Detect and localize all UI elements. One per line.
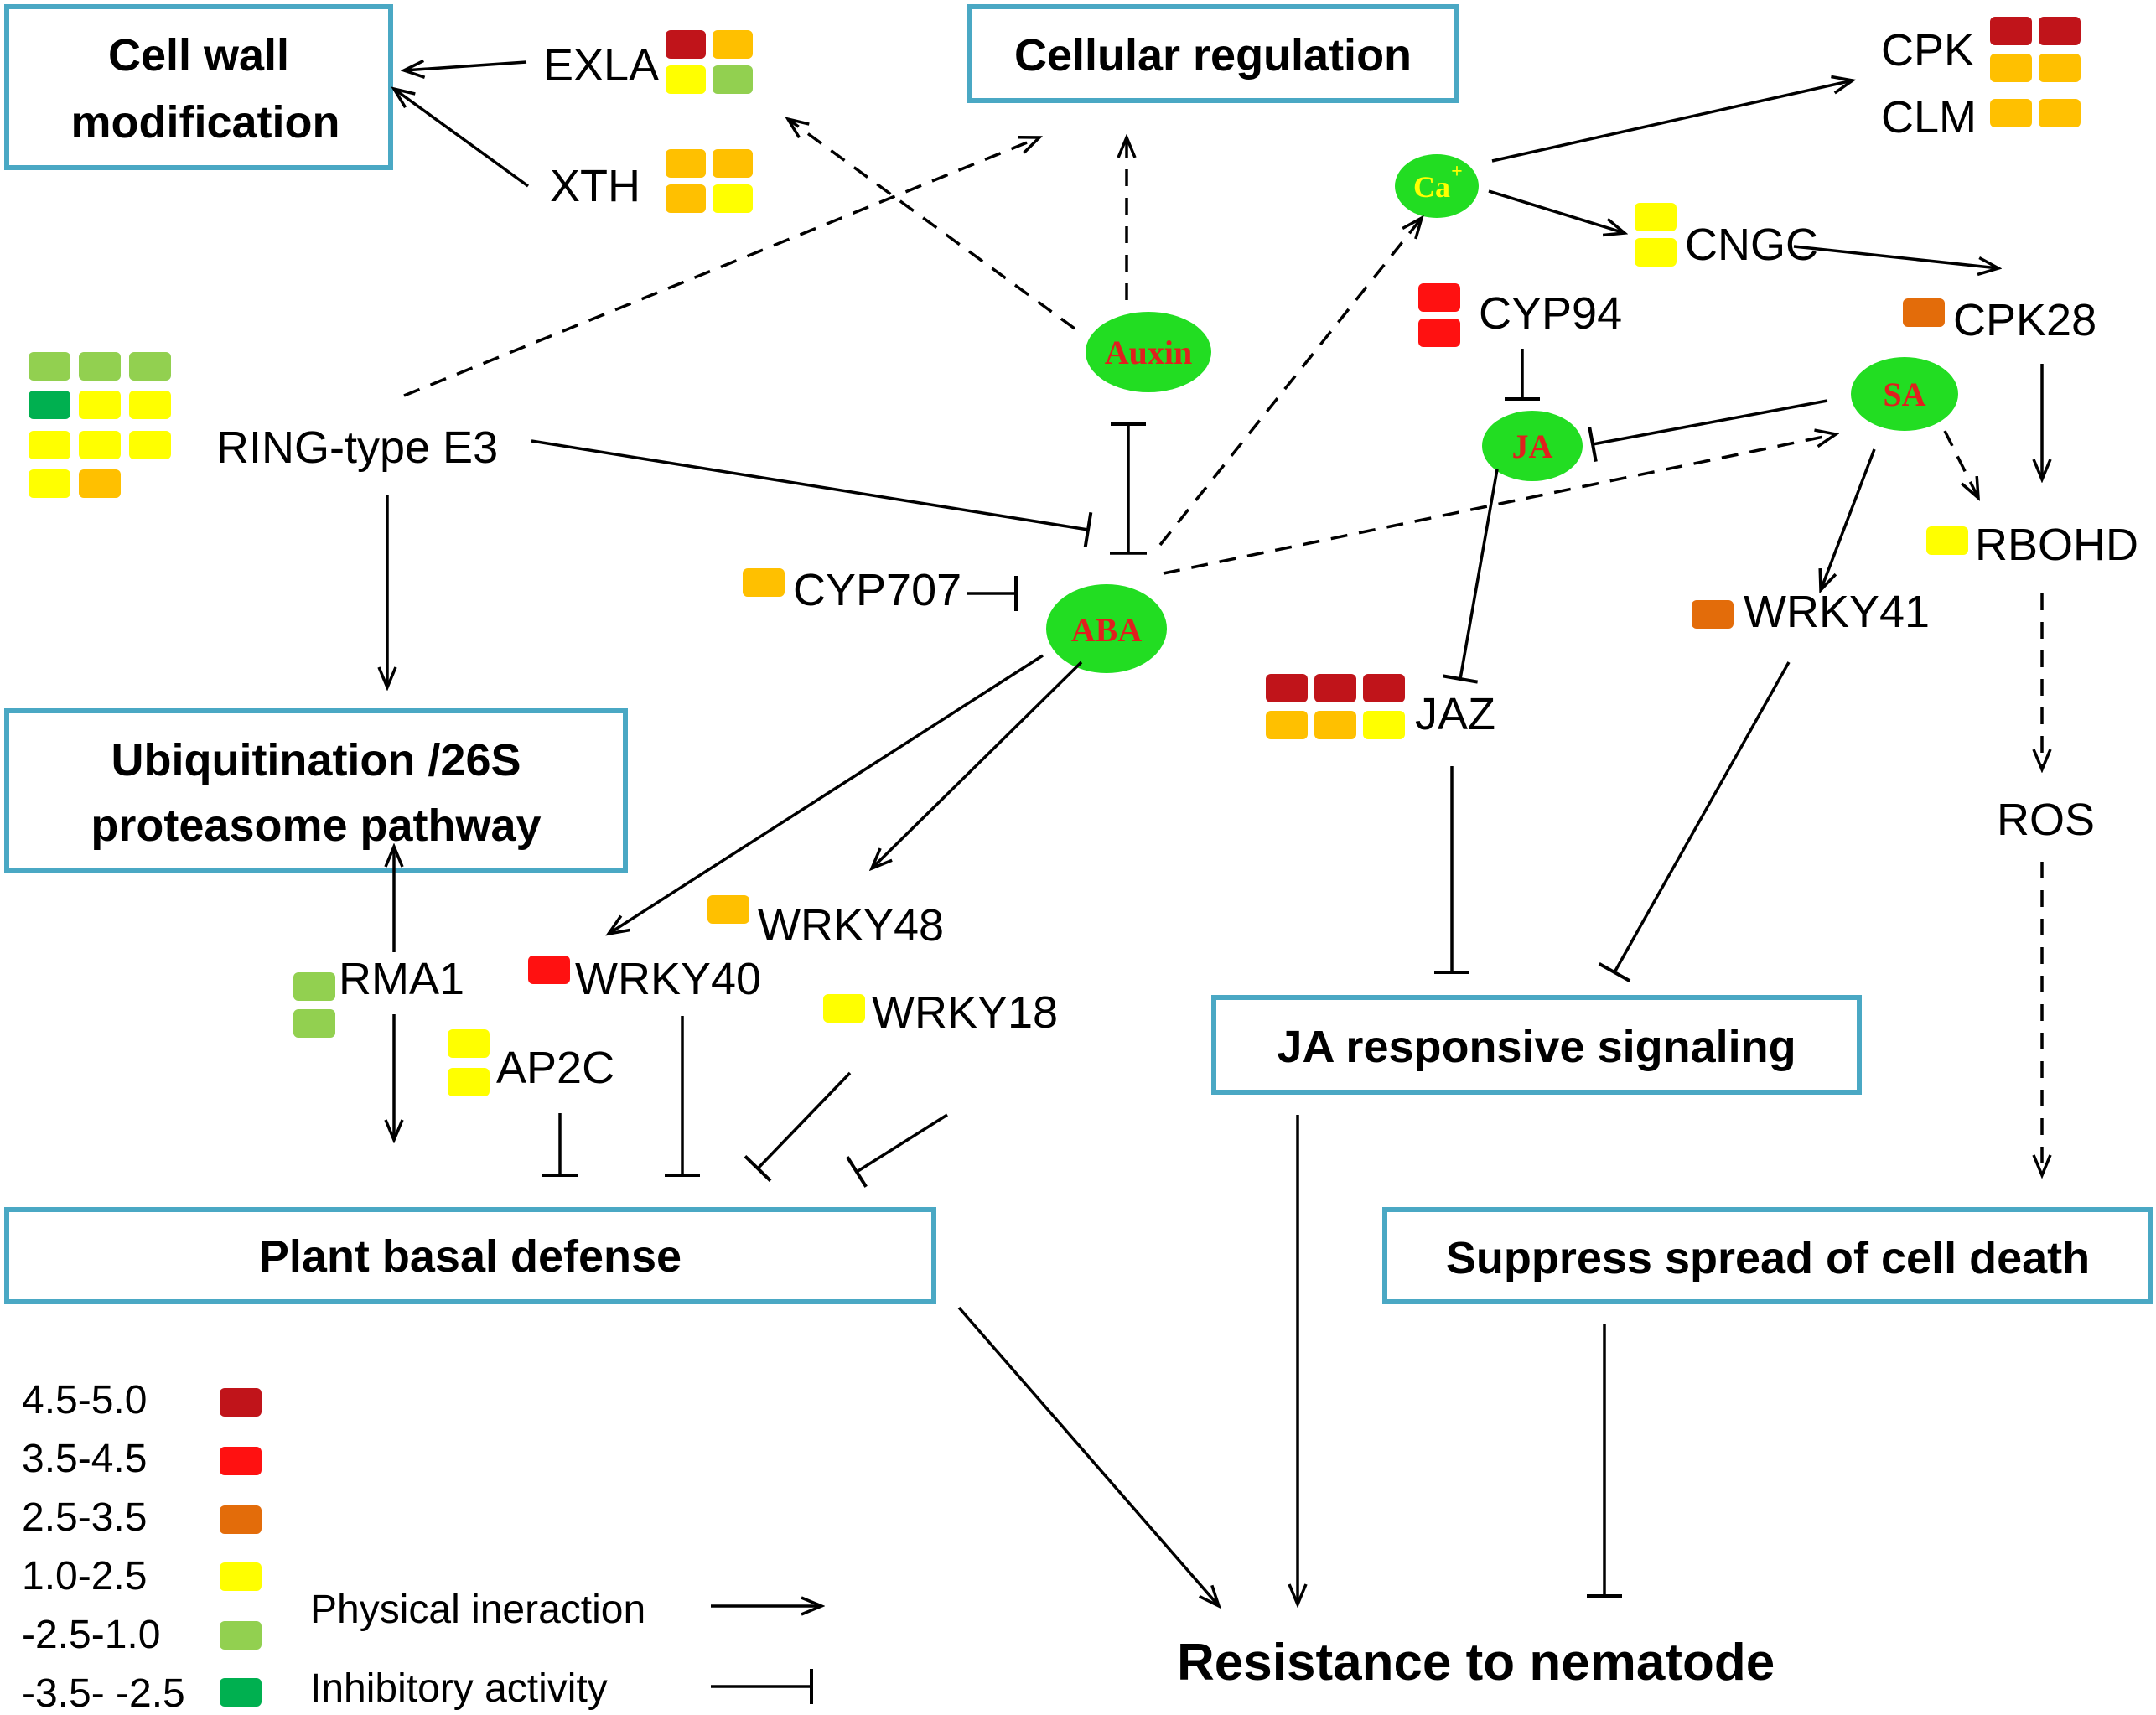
legend-swatch-3	[220, 1505, 262, 1534]
edge-ring-cellular	[403, 137, 1039, 397]
edge-exla-cellwall	[404, 62, 527, 70]
edge-aba-calcium	[1158, 218, 1422, 547]
legend-inhibitory-label: Inhibitory activity	[310, 1666, 608, 1711]
cell-wall-label-line1: Cell wall	[108, 30, 289, 80]
wrky40-expression-square	[528, 956, 570, 984]
cpk28-expression-square	[1903, 298, 1945, 327]
edge-wrky41-ja-responsive	[1598, 661, 1791, 983]
node-calcium: Ca +	[1395, 154, 1479, 218]
wrky41-expression-square	[1692, 600, 1734, 629]
cpk-expression-squares	[1990, 17, 2081, 82]
gene-wrky41: WRKY41	[1744, 587, 1930, 637]
wrky48-expression-square	[707, 895, 749, 924]
svg-text:SA: SA	[1883, 376, 1925, 413]
gene-wrky40: WRKY40	[575, 954, 761, 1004]
ja-responsive-label: JA responsive signaling	[1277, 1022, 1796, 1072]
edge-aba-wrky40	[609, 654, 1044, 934]
legend-range-5: -2.5-1.0	[22, 1613, 160, 1657]
rbohd-expression-square	[1926, 526, 1968, 555]
legend-range-3: 2.5-3.5	[22, 1495, 147, 1540]
cyp94-expression-squares	[1418, 283, 1460, 347]
edge-xth-cellwall	[394, 89, 530, 188]
jaz-expression-squares	[1266, 674, 1405, 739]
box-ubiquitination: Ubiquitination /26S proteasome pathway	[4, 708, 628, 873]
cell-wall-label-line2: modification	[71, 97, 340, 148]
legend-range-1: 4.5-5.0	[22, 1378, 147, 1422]
gene-exla: EXLA	[543, 40, 659, 91]
edge-sa-ja	[1588, 399, 1828, 463]
legend-range-4: 1.0-2.5	[22, 1554, 147, 1598]
box-cell-wall-modification: Cell wall modification	[4, 4, 393, 170]
suppress-cell-death-label: Suppress spread of cell death	[1446, 1233, 2090, 1283]
legend-range-6: -3.5- -2.5	[22, 1671, 185, 1715]
legend: 4.5-5.0 3.5-4.5 2.5-3.5 1.0-2.5 -2.5-1.0…	[22, 1378, 821, 1715]
edge-aba-wrky48	[872, 661, 1083, 868]
gene-cpk: CPK	[1881, 25, 1974, 75]
cngc-expression-squares	[1635, 203, 1677, 267]
gene-cngc: CNGC	[1685, 220, 1818, 270]
cyp707-expression-square	[743, 568, 785, 597]
legend-swatch-1	[220, 1388, 262, 1417]
resistance-to-nematode: Resistance to nematode	[1177, 1634, 1775, 1692]
gene-wrky18: WRKY18	[872, 987, 1058, 1038]
ring-e3-expression-squares	[29, 352, 171, 498]
gene-ap2c: AP2C	[496, 1043, 614, 1093]
ap2c-expression-squares	[448, 1029, 490, 1096]
box-suppress-cell-death: Suppress spread of cell death	[1382, 1207, 2153, 1304]
edge-calcium-cngc	[1488, 189, 1625, 233]
edge-ring-aba	[531, 439, 1093, 548]
legend-physical-label: Physical ineraction	[310, 1588, 645, 1632]
legend-swatch-6	[220, 1678, 262, 1707]
svg-text:+: +	[1451, 161, 1463, 183]
edge-defense-resistance	[957, 1306, 1219, 1606]
gene-cyp94: CYP94	[1479, 288, 1622, 339]
node-sa: SA	[1851, 357, 1958, 431]
edge-wrky48-defense	[846, 1113, 948, 1188]
ubiquitination-label-line2: proteasome pathway	[91, 801, 541, 851]
edge-cngc-cpk28	[1793, 245, 1998, 268]
node-ja: JA	[1482, 411, 1583, 481]
edge-wrky18-defense	[744, 1071, 852, 1183]
box-ja-responsive-signaling: JA responsive signaling	[1211, 995, 1862, 1095]
gene-cyp707: CYP707	[793, 565, 961, 615]
edges	[387, 62, 2042, 1606]
svg-text:Ca: Ca	[1413, 170, 1450, 204]
gene-rma1: RMA1	[339, 954, 464, 1004]
gene-jaz: JAZ	[1415, 689, 1495, 739]
edge-aba-sa	[1163, 434, 1836, 575]
ubiquitination-label-line1: Ubiquitination /26S	[111, 735, 521, 785]
wrky18-expression-square	[823, 994, 865, 1023]
box-cellular-regulation: Cellular regulation	[967, 4, 1459, 103]
gene-ros: ROS	[1997, 795, 2095, 845]
gene-clm: CLM	[1881, 92, 1977, 142]
gene-cpk28: CPK28	[1953, 295, 2096, 345]
xth-expression-squares	[666, 149, 753, 213]
node-auxin: Auxin	[1086, 312, 1211, 392]
edge-sa-wrky41	[1821, 448, 1876, 590]
edge-calcium-cpk	[1491, 80, 1853, 163]
legend-swatch-4	[220, 1562, 262, 1591]
edge-ja-jaz	[1442, 469, 1499, 684]
gene-ring-type-e3: RING-type E3	[216, 422, 498, 473]
legend-range-2: 3.5-4.5	[22, 1437, 147, 1481]
svg-text:ABA: ABA	[1071, 611, 1143, 649]
edge-sa-rbohd	[1943, 430, 1978, 498]
box-plant-basal-defense: Plant basal defense	[4, 1207, 936, 1304]
gene-xth: XTH	[550, 161, 640, 211]
gene-wrky48: WRKY48	[758, 900, 944, 951]
gene-rbohd: RBOHD	[1975, 520, 2138, 570]
svg-text:Auxin: Auxin	[1105, 334, 1193, 371]
svg-text:JA: JA	[1512, 427, 1553, 465]
cellular-regulation-label: Cellular regulation	[1014, 30, 1412, 80]
rma1-expression-squares	[293, 972, 335, 1038]
exla-expression-squares	[666, 30, 753, 94]
plant-basal-defense-label: Plant basal defense	[259, 1231, 682, 1282]
legend-swatch-5	[220, 1621, 262, 1650]
node-aba: ABA	[1046, 584, 1167, 673]
edge-auxin-exla	[788, 119, 1076, 330]
legend-swatch-2	[220, 1447, 262, 1475]
clm-expression-squares	[1990, 99, 2081, 127]
